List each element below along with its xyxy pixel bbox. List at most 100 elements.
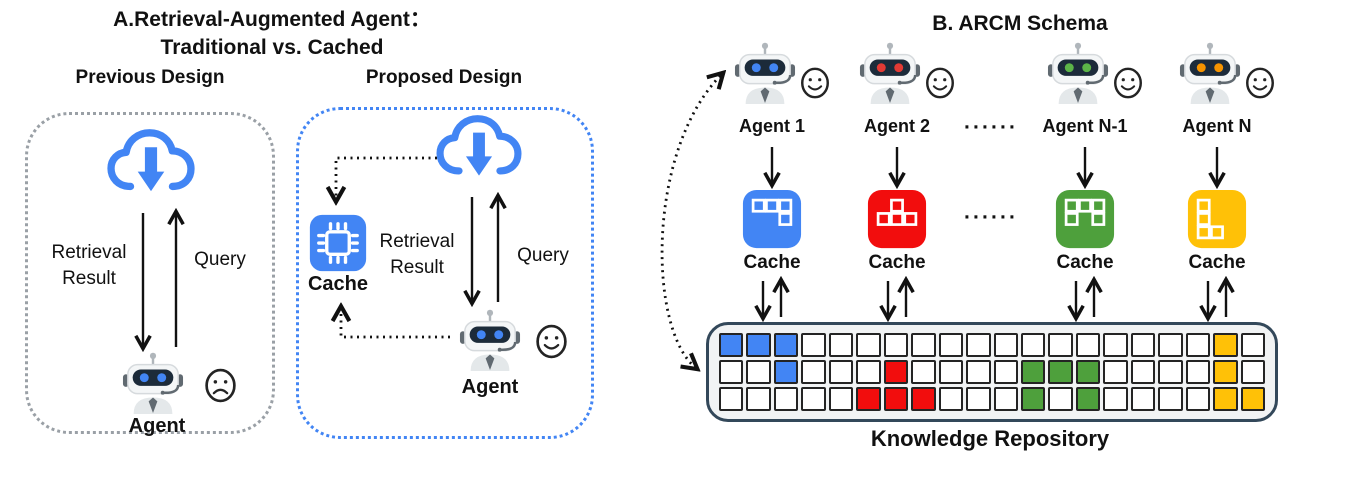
cache-grid-icon: [742, 189, 802, 249]
agent-label: Agent: [461, 376, 519, 398]
repository-cell: [828, 333, 854, 357]
panel-b-title: B. ARCM Schema: [932, 12, 1108, 35]
repository-cell: [1048, 333, 1073, 357]
cache-label: Cache: [868, 252, 926, 273]
repository-cell: [828, 387, 854, 411]
repository-cell: [801, 333, 826, 357]
repository-cell: [1213, 360, 1238, 384]
repository-cell: [746, 387, 771, 411]
agent-2-label: Agent 2: [863, 116, 930, 136]
agent-column-n-1: Agent N-1 Cache: [1023, 42, 1147, 278]
result-word: Result: [62, 268, 116, 289]
cache-chip-icon: [309, 214, 367, 272]
panel-a-title-line2: Traditional vs. Cached: [160, 36, 384, 59]
query-label: Query: [517, 245, 569, 266]
panel-a-title: A.Retrieval-Augmented Agent： Traditional…: [52, 6, 492, 62]
agent-column-1: Agent 1 Cache: [710, 42, 834, 278]
repository-cell: [1020, 360, 1046, 384]
repository-cell: [801, 360, 826, 384]
retrieval-word: Retrieval: [51, 242, 127, 263]
repository-cell: [1130, 333, 1156, 357]
repository-cell: [1075, 333, 1101, 357]
repository-cell: [719, 387, 744, 411]
repository-cell: [1075, 360, 1101, 384]
repository-cell: [966, 387, 991, 411]
repository-cell: [1130, 360, 1156, 384]
smiley-face-icon: [1246, 67, 1274, 99]
repository-cell: [938, 360, 964, 384]
previous-design-heading: Previous Design: [75, 67, 225, 88]
smiley-face-icon: [536, 324, 567, 359]
knowledge-repository: [706, 322, 1278, 422]
repository-cell: [966, 333, 991, 357]
proposed-design-box: [296, 107, 594, 439]
repository-cell: [993, 387, 1018, 411]
panel-a-title-line1: A.Retrieval-Augmented Agent：: [113, 8, 431, 31]
repository-cell: [1185, 360, 1211, 384]
repository-cell: [1020, 333, 1046, 357]
repository-cell: [856, 333, 881, 357]
cache-label: Cache: [307, 273, 369, 295]
repository-cell: [773, 387, 799, 411]
repository-cell: [1048, 387, 1073, 411]
repository-cell: [993, 333, 1018, 357]
repository-cell: [773, 360, 799, 384]
robot-icon: [734, 42, 796, 104]
repository-cell: [746, 360, 771, 384]
repository-cell: [1103, 360, 1128, 384]
repository-cell: [1020, 387, 1046, 411]
repository-cell: [719, 360, 744, 384]
retrieval-result-label: Retrieval Result: [40, 240, 138, 292]
repository-cell: [1240, 360, 1265, 384]
robot-icon: [459, 309, 521, 371]
repository-cell: [1103, 333, 1128, 357]
knowledge-repository-label: Knowledge Repository: [870, 426, 1110, 451]
agent-n-label: Agent N: [1182, 116, 1252, 136]
repository-cell: [883, 360, 909, 384]
repository-cell: [1213, 387, 1238, 411]
retrieval-word: Retrieval: [379, 231, 455, 252]
repository-cell: [883, 387, 909, 411]
repository-cell: [1240, 333, 1265, 357]
repository-cell: [938, 387, 964, 411]
query-label: Query: [194, 249, 246, 270]
cache-grid-icon: [1187, 189, 1247, 249]
agent-label: Agent: [128, 415, 186, 437]
repository-cell: [966, 360, 991, 384]
agent-column-2: Agent 2 Cache: [835, 42, 959, 278]
robot-icon: [1179, 42, 1241, 104]
repository-cell: [856, 387, 881, 411]
robot-icon: [1047, 42, 1109, 104]
result-word: Result: [390, 257, 444, 278]
retrieval-result-label: Retrieval Result: [368, 229, 466, 281]
cache-label: Cache: [743, 252, 801, 273]
repository-cell: [911, 387, 936, 411]
repository-cell: [1158, 333, 1183, 357]
repository-cell: [1240, 387, 1265, 411]
cloud-download-icon: [107, 129, 195, 198]
cache-ellipsis: ······: [964, 206, 1018, 229]
cloud-download-icon: [436, 115, 522, 182]
repository-cell: [801, 387, 826, 411]
repository-cell: [911, 360, 936, 384]
cache-label: Cache: [1188, 252, 1246, 273]
cache-grid-icon: [867, 189, 927, 249]
repository-cell: [1048, 360, 1073, 384]
sad-face-icon: [205, 368, 236, 403]
agent-n-1-label: Agent N-1: [1042, 116, 1128, 136]
smiley-face-icon: [1114, 67, 1142, 99]
robot-icon: [122, 352, 184, 414]
repository-cell: [911, 333, 936, 357]
repository-cell: [773, 333, 799, 357]
cache-label: Cache: [1056, 252, 1114, 273]
repository-cell: [1158, 387, 1183, 411]
repository-cell: [1130, 387, 1156, 411]
repository-cell: [883, 333, 909, 357]
repository-cell: [746, 333, 771, 357]
agent-1-label: Agent 1: [738, 116, 805, 136]
repository-cell: [993, 360, 1018, 384]
repository-cell: [828, 360, 854, 384]
repository-cell: [1103, 387, 1128, 411]
repository-cell: [1158, 360, 1183, 384]
